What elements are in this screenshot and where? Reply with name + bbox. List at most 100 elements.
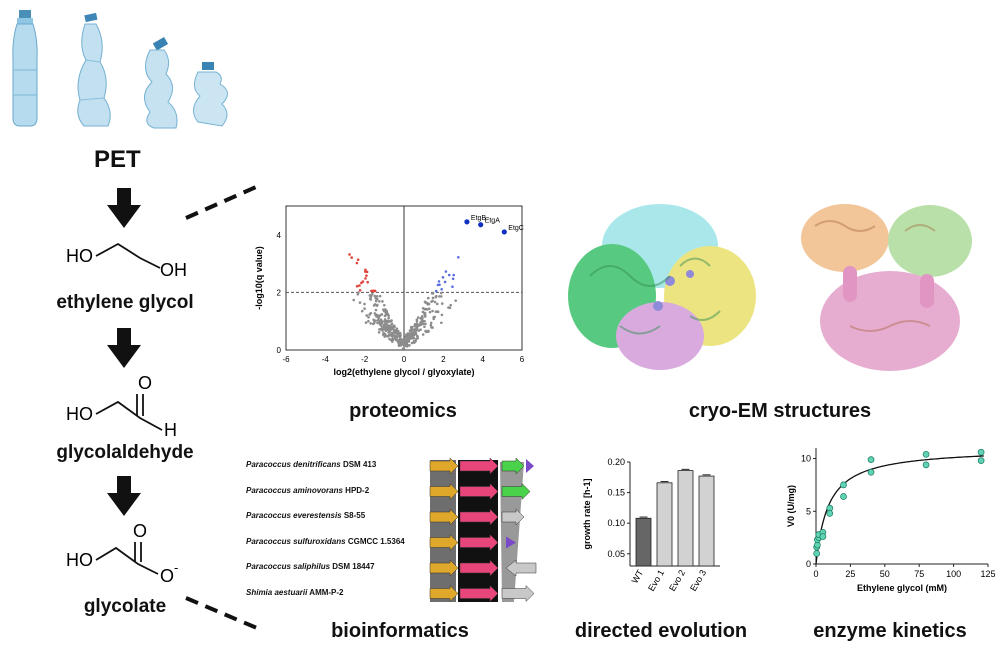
volcano-point bbox=[410, 341, 414, 345]
volcano-point bbox=[390, 322, 394, 325]
y-tick-label: 5 bbox=[806, 506, 811, 516]
volcano-point bbox=[370, 289, 373, 293]
volcano-point bbox=[397, 341, 401, 344]
volcano-point bbox=[439, 295, 443, 298]
volcano-point bbox=[378, 328, 381, 331]
volcano-point bbox=[385, 309, 389, 313]
volcano-point bbox=[352, 298, 356, 302]
x-tick-label: 0 bbox=[813, 569, 818, 579]
volcano-point bbox=[377, 315, 381, 319]
gene-arrow bbox=[429, 559, 459, 577]
compound-label-ethylene-glycol: ethylene glycol bbox=[56, 292, 194, 313]
volcano-point bbox=[407, 336, 410, 340]
volcano-point bbox=[425, 308, 429, 311]
volcano-point bbox=[376, 297, 379, 301]
volcano-point bbox=[395, 335, 399, 339]
volcano-point bbox=[373, 319, 376, 323]
volcano-point bbox=[436, 283, 440, 287]
protein-label: EtgB bbox=[471, 215, 487, 222]
volcano-point bbox=[356, 292, 360, 296]
organism-row: Paracoccus denitrificans DSM 413 bbox=[246, 460, 376, 469]
gene-arrow bbox=[429, 533, 459, 552]
x-tick-label: 125 bbox=[980, 569, 995, 579]
volcano-point bbox=[360, 309, 364, 313]
gene-arrow bbox=[505, 559, 537, 577]
volcano-point bbox=[416, 336, 419, 340]
volcano-point bbox=[451, 285, 454, 288]
volcano-point bbox=[410, 326, 414, 329]
organism-strain: S8-55 bbox=[341, 511, 366, 520]
glycolate-structure: HO O O - bbox=[66, 521, 178, 586]
volcano-point bbox=[448, 306, 452, 310]
volcano-point bbox=[413, 330, 417, 334]
volcano-point bbox=[419, 328, 422, 331]
volcano-point bbox=[440, 302, 444, 305]
volcano-point bbox=[356, 258, 360, 261]
down-arrow-icon bbox=[107, 188, 141, 228]
volcano-point bbox=[395, 330, 399, 334]
volcano-point bbox=[380, 313, 384, 316]
y-tick-label: 4 bbox=[277, 231, 282, 240]
protein-label: EtgC bbox=[508, 225, 524, 232]
volcano-point bbox=[392, 337, 395, 341]
y-tick-label: 0.10 bbox=[607, 518, 625, 528]
volcano-point bbox=[364, 268, 367, 272]
volcano-point bbox=[369, 322, 372, 325]
volcano-point bbox=[393, 329, 396, 333]
volcano-point bbox=[441, 276, 445, 279]
svg-text:O: O bbox=[133, 521, 147, 541]
volcano-point bbox=[367, 315, 370, 319]
x-axis-label: Ethylene glycol (mM) bbox=[857, 583, 947, 593]
volcano-point bbox=[434, 295, 438, 299]
volcano-point bbox=[415, 318, 419, 321]
volcano-point bbox=[368, 297, 372, 301]
dashed-connector-top bbox=[185, 183, 260, 220]
volcano-point bbox=[375, 315, 379, 318]
volcano-point bbox=[378, 294, 382, 298]
volcano-point bbox=[379, 319, 383, 323]
organism-strain: DSM 413 bbox=[340, 460, 377, 469]
volcano-point bbox=[358, 301, 362, 304]
ethylene-glycol-structure: HO OH bbox=[66, 242, 187, 280]
gene-arrow bbox=[459, 533, 499, 552]
gene-arrow bbox=[459, 584, 499, 603]
organism-strain: DSM 18447 bbox=[330, 562, 375, 571]
data-point bbox=[922, 461, 930, 469]
volcano-point bbox=[429, 321, 433, 325]
volcano-point bbox=[389, 319, 393, 323]
volcano-point bbox=[381, 326, 384, 329]
gene-arrow bbox=[526, 459, 534, 473]
volcano-point bbox=[421, 310, 425, 314]
gene-arrow bbox=[459, 508, 499, 526]
volcano-point bbox=[365, 270, 369, 274]
highlight-point bbox=[478, 222, 484, 228]
compound-label-glycolate: glycolate bbox=[83, 596, 167, 617]
bar bbox=[656, 482, 673, 567]
data-point bbox=[867, 456, 875, 463]
volcano-point bbox=[431, 309, 434, 313]
x-tick-label: 50 bbox=[880, 569, 890, 579]
volcano-point bbox=[385, 326, 388, 329]
volcano-point bbox=[440, 321, 443, 325]
volcano-point bbox=[387, 316, 390, 320]
panel-label-bioinformatics: bioinformatics bbox=[331, 620, 469, 642]
x-tick-label: Evo 3 bbox=[688, 568, 708, 593]
volcano-point bbox=[366, 280, 369, 284]
x-tick-label: -4 bbox=[322, 355, 330, 364]
gene-arrow bbox=[459, 559, 499, 577]
panel-label-cryo-em: cryo-EM structures bbox=[688, 400, 872, 422]
glycolaldehyde-structure: HO O H bbox=[66, 373, 177, 440]
compound-label-glycolaldehyde: glycolaldehyde bbox=[56, 442, 194, 463]
fit-curve bbox=[815, 455, 984, 565]
pet-label: PET bbox=[94, 146, 141, 173]
volcano-point bbox=[440, 287, 443, 291]
volcano-point bbox=[383, 323, 387, 326]
volcano-point bbox=[379, 324, 383, 327]
volcano-point bbox=[355, 261, 359, 265]
highlight-point bbox=[501, 229, 507, 235]
volcano-point bbox=[431, 296, 435, 300]
svg-text:HO: HO bbox=[66, 246, 93, 266]
data-point bbox=[819, 533, 827, 540]
volcano-point bbox=[452, 273, 456, 277]
volcano-point bbox=[386, 321, 389, 324]
